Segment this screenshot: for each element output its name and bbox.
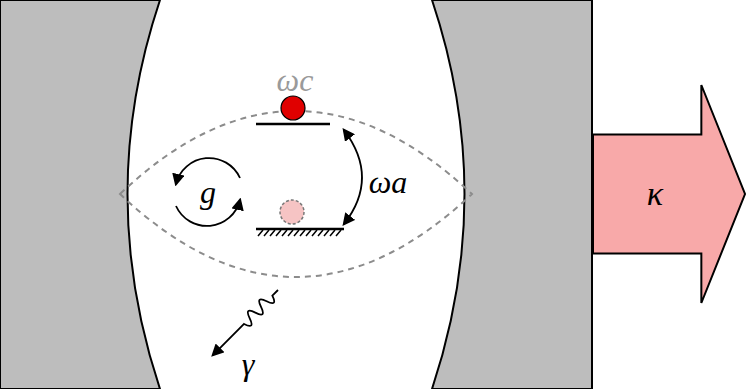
left-mirror (0, 0, 160, 389)
arrow-outline (592, 84, 746, 304)
transition-arrow (344, 130, 362, 224)
atom-ground (280, 200, 304, 224)
rate-symbol: κ (647, 177, 663, 211)
excited-level (256, 123, 330, 126)
symbol-label: γ (242, 348, 255, 380)
symbol-label: ωc (277, 64, 314, 96)
ground-hatching (258, 230, 341, 236)
cavity-mode (120, 111, 472, 277)
ground-level (256, 228, 344, 231)
symbol-label: ωa (369, 166, 408, 198)
symbol-label: g (200, 176, 216, 208)
right-mirror (432, 0, 592, 389)
atom-excited (281, 96, 305, 120)
decay-arrow: κ (592, 84, 746, 304)
